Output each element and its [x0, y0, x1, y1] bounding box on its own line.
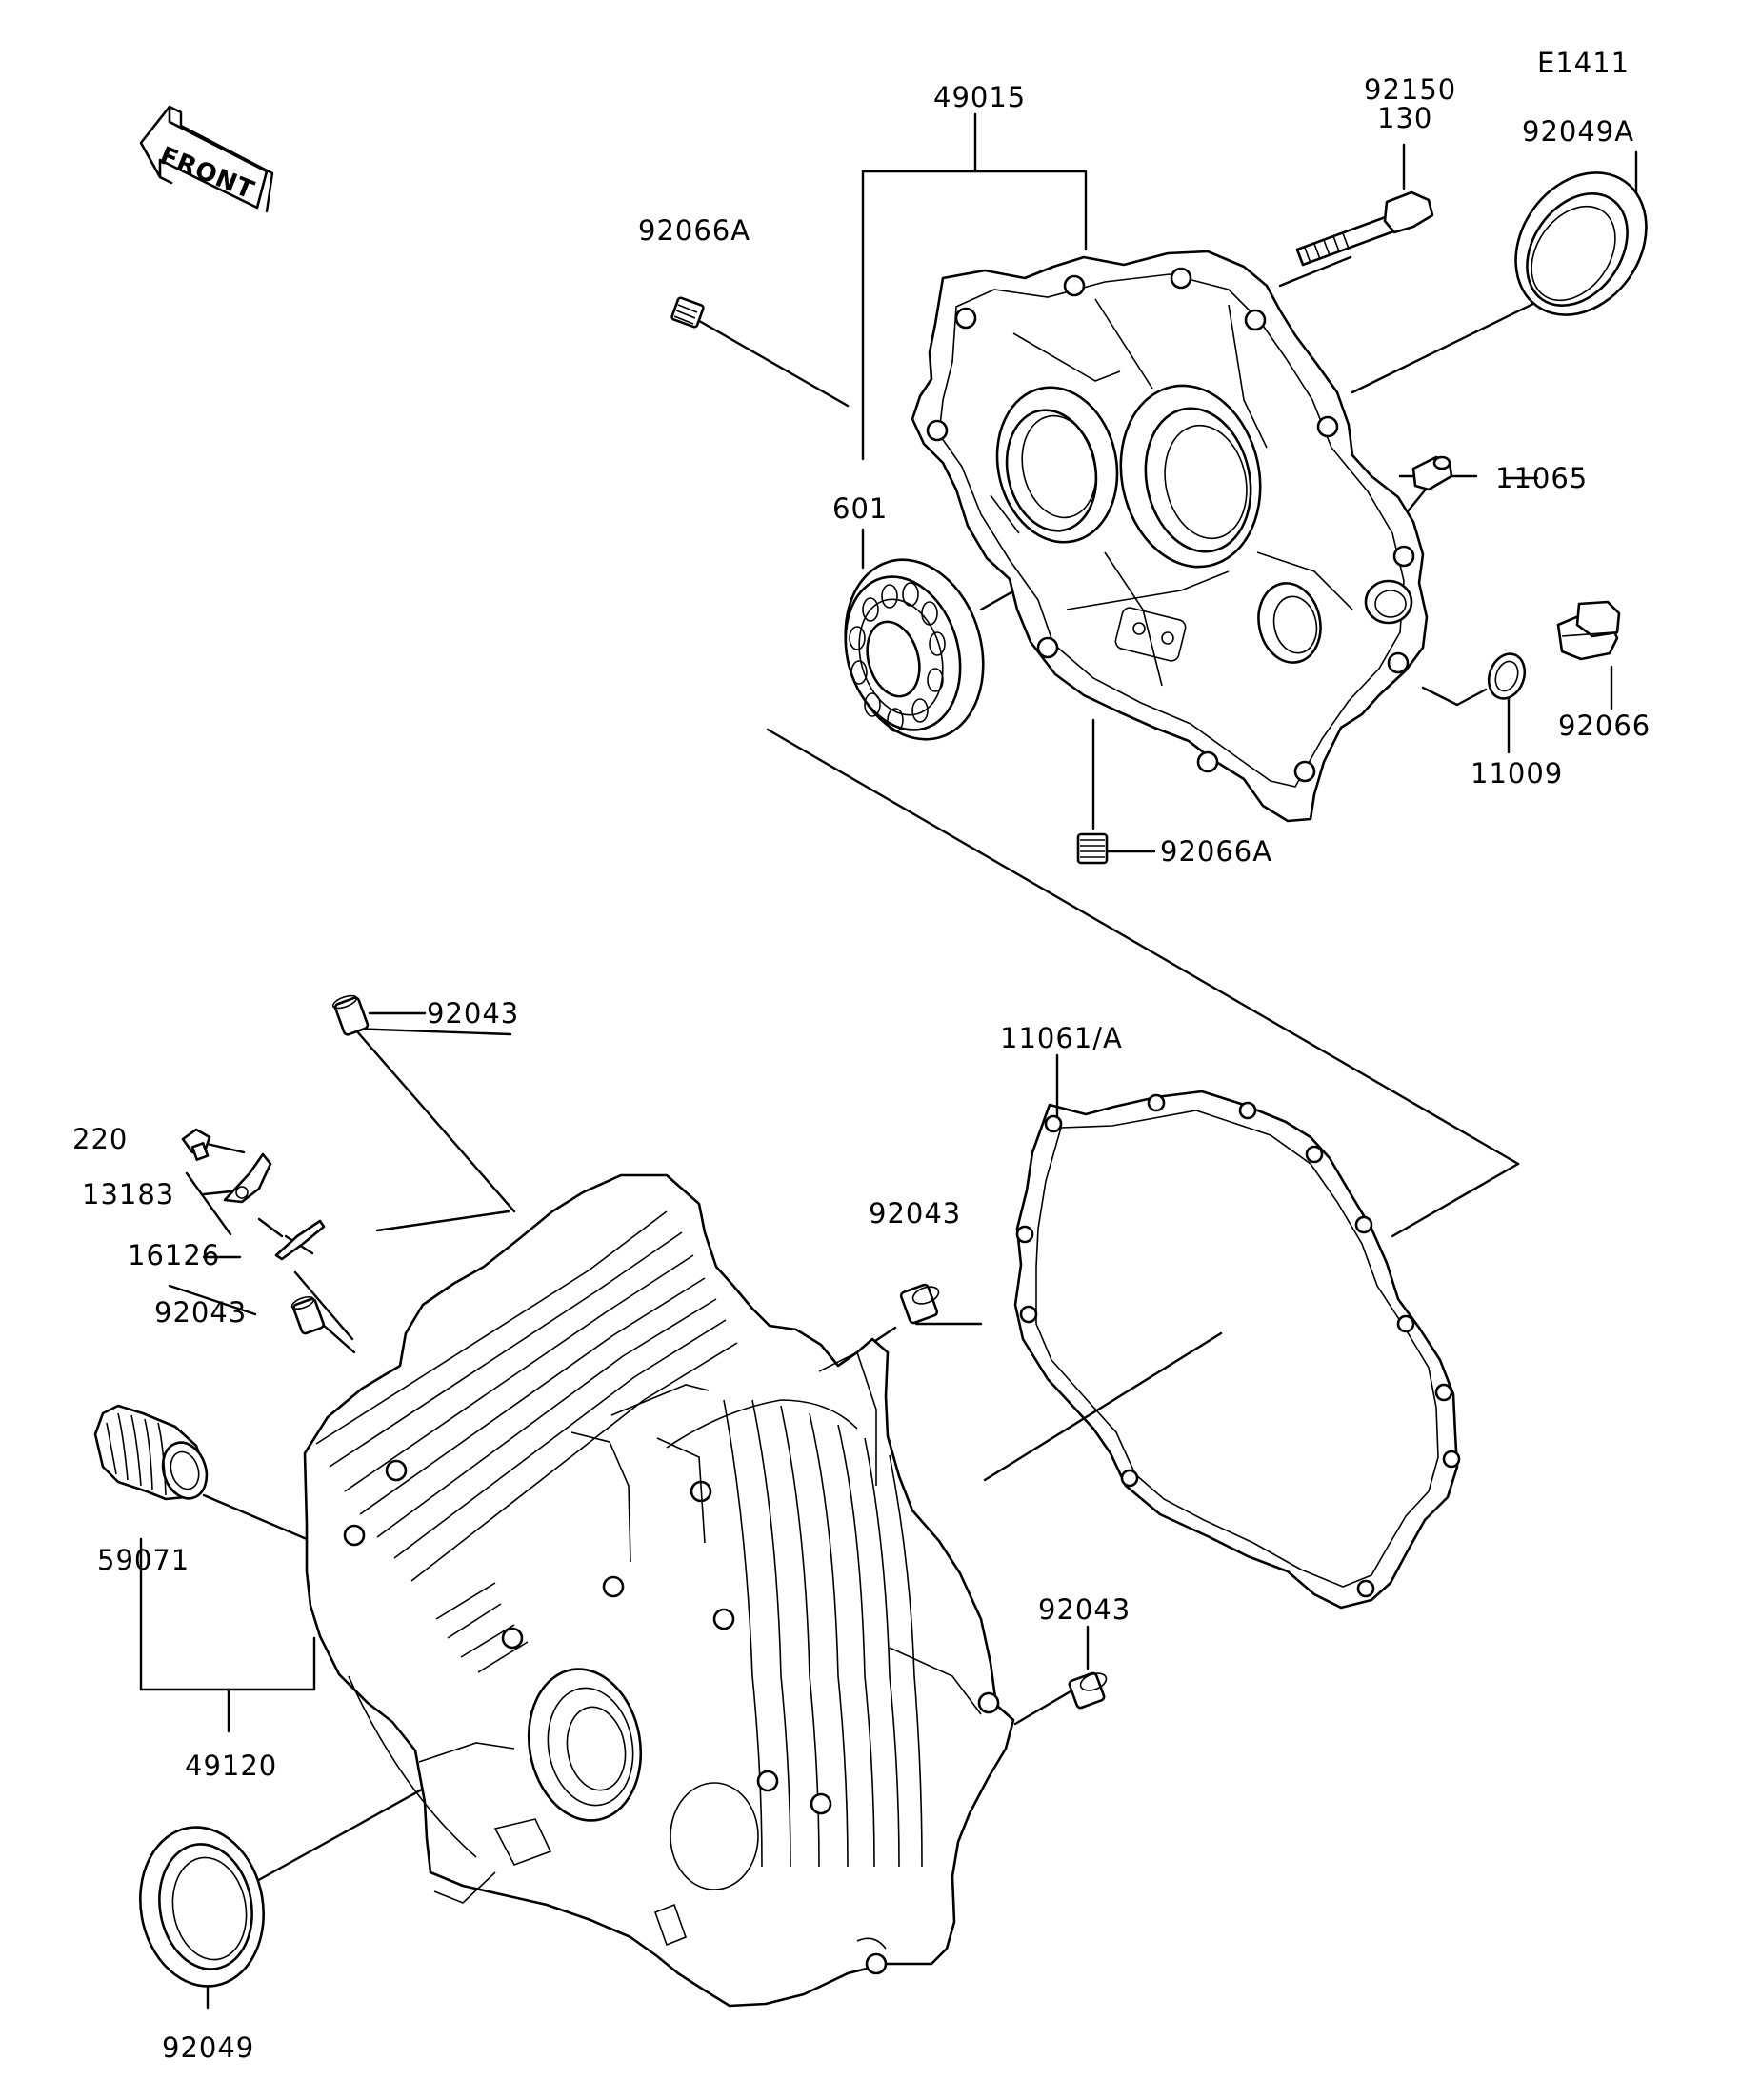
label-92043-left: 92043 [154, 1296, 247, 1329]
callout-labels: 49015 92150 130 92049A 92066A 601 11065 … [72, 73, 1651, 2064]
bushing-59071 [93, 1404, 209, 1501]
label-220: 220 [72, 1123, 128, 1155]
label-130: 130 [1377, 102, 1432, 134]
diagram-code: E1411 [1537, 47, 1630, 79]
oil-seal-92049a [1514, 171, 1648, 316]
crankcase-cover-49015 [911, 250, 1429, 823]
plug-92066a-top [670, 296, 705, 329]
label-11065: 11065 [1495, 462, 1588, 494]
label-92043-top: 92043 [427, 997, 519, 1030]
crankcase-49120 [303, 1173, 1015, 2008]
dowel-92043-top [331, 994, 370, 1036]
label-11009: 11009 [1471, 757, 1563, 790]
screw-220 [181, 1128, 211, 1161]
label-92066a-top: 92066A [638, 214, 750, 247]
bearing-601 [844, 558, 985, 741]
plate-13183 [223, 1152, 272, 1204]
drain-plug-92066 [1556, 600, 1621, 661]
label-92043-right-lower: 92043 [1038, 1593, 1131, 1626]
front-arrow-icon: FRONT [139, 105, 274, 213]
label-92066a-bottom: 92066A [1160, 835, 1272, 868]
label-13183: 13183 [82, 1178, 174, 1210]
label-49015: 49015 [933, 81, 1026, 113]
dowel-92043-right-lower [1068, 1671, 1108, 1710]
dowel-92043-left [290, 1295, 325, 1335]
plug-92066a-bottom [1076, 832, 1109, 865]
bolt-92150 [1295, 190, 1434, 267]
label-601: 601 [832, 492, 888, 525]
oil-seal-92049 [139, 1826, 265, 1988]
breather-11065 [1411, 455, 1453, 491]
label-59071: 59071 [97, 1544, 190, 1576]
dowel-92043-right-upper [899, 1283, 940, 1325]
label-92049: 92049 [162, 2031, 254, 2064]
washer-11009 [1487, 652, 1527, 700]
label-92150: 92150 [1364, 73, 1456, 106]
label-16126: 16126 [128, 1239, 220, 1271]
label-11061a: 11061/A [1000, 1022, 1123, 1054]
label-49120: 49120 [185, 1750, 277, 1782]
label-92066: 92066 [1558, 710, 1651, 742]
gasket-11061a [1013, 1090, 1461, 1610]
label-92043-right-upper: 92043 [869, 1197, 961, 1230]
label-92049a: 92049A [1522, 115, 1634, 148]
gasket-16126 [274, 1219, 326, 1261]
